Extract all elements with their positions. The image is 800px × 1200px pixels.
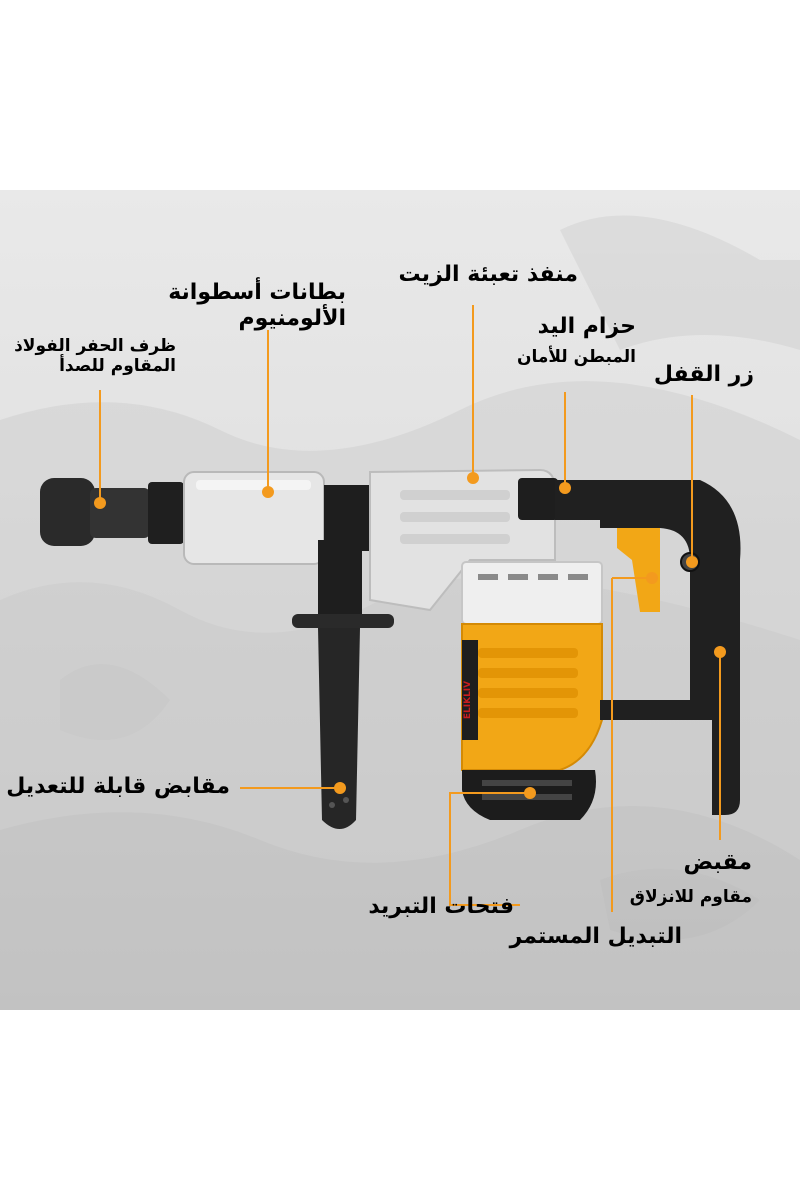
label-steel-chuck-line1: ظرف الحفر الفولاذ	[14, 336, 176, 356]
brand-logo: ELIKLIV	[463, 681, 473, 719]
label-hand-strap: حزام اليد المبطن للأمان	[517, 312, 636, 372]
label-oil-port-text: منفذ تعبئة الزيت	[398, 262, 578, 287]
label-oil-port: منفذ تعبئة الزيت	[399, 262, 578, 287]
label-anti-slip-grip-line2: مقاوم للانزلاق	[629, 887, 752, 907]
label-steel-chuck-line2: المقاوم للصدأ	[59, 356, 176, 376]
label-hand-strap-line1: حزام اليد	[537, 314, 636, 339]
label-adjustable-handles-text: مقابض قابلة للتعديل	[6, 774, 230, 799]
label-continuous-switch: التبديل المستمر	[510, 924, 682, 949]
chuck-tip	[40, 478, 184, 546]
label-continuous-switch-text: التبديل المستمر	[509, 924, 682, 949]
product-photo: ELIKLIV	[0, 190, 800, 1010]
callout-dots	[94, 472, 726, 799]
main-housing	[369, 468, 558, 612]
label-hand-strap-line2: المبطن للأمان	[516, 347, 636, 367]
motor-housing: ELIKLIV	[461, 623, 603, 771]
label-adjustable-handles: مقابض قابلة للتعديل	[6, 774, 230, 799]
label-lock-button: زر القفل	[654, 362, 754, 387]
label-aluminium-liner: بطانات أسطوانة الألومنيوم	[168, 280, 346, 332]
label-anti-slip-grip-line1: مقبض	[683, 850, 752, 875]
label-anti-slip-grip: مقبض مقاوم للانزلاق	[630, 846, 752, 914]
label-aluminium-liner-line1: بطانات أسطوانة	[168, 280, 346, 305]
hammer-drill-illustration: ELIKLIV	[0, 215, 800, 1010]
side-handle	[292, 540, 394, 829]
label-aluminium-liner-line2: الألومنيوم	[238, 306, 346, 331]
label-cooling-vents: فتحات التبريد	[368, 894, 514, 919]
callout-lines	[99, 305, 721, 912]
label-steel-chuck: ظرف الحفر الفولاذ المقاوم للصدأ	[14, 336, 176, 376]
label-lock-button-text: زر القفل	[653, 362, 754, 387]
label-cooling-vents-text: فتحات التبريد	[368, 894, 514, 919]
vent-cap	[461, 561, 603, 625]
